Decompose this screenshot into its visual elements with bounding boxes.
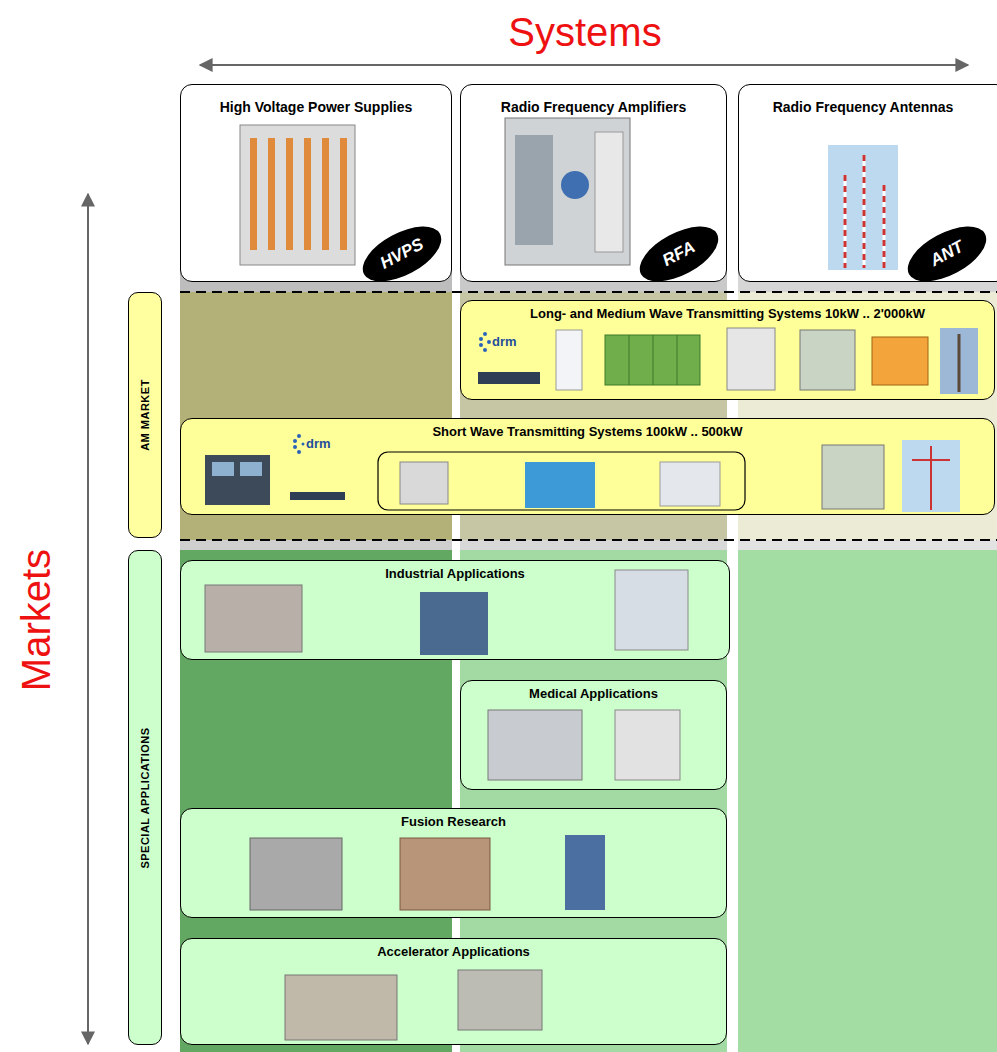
axis-arrow: [87, 194, 89, 1044]
system-header: RFA Radio Frequency Amplifiers: [460, 84, 727, 282]
label-holder: drm: [306, 436, 346, 452]
column-ground: [460, 540, 727, 550]
band-text: SPECIAL APPLICATIONS: [139, 727, 151, 868]
logo-text: drm: [306, 436, 346, 451]
row-title: Medical Applications: [469, 686, 718, 702]
header-text: High Voltage Power Supplies: [187, 99, 445, 116]
system-badge: HVPS: [354, 215, 450, 292]
column-ground: [738, 550, 997, 1052]
hvps-photo: [240, 125, 355, 265]
header-text: Radio Frequency Amplifiers: [467, 99, 720, 116]
system-badge: ANT: [899, 215, 995, 292]
application-row: Fusion Research: [180, 808, 727, 918]
title-holder: Systems: [385, 10, 785, 54]
axis-label: Markets: [14, 549, 58, 691]
antenna-photo: [828, 145, 898, 270]
market-band: AM MARKET: [128, 292, 162, 538]
column-ground: [180, 540, 452, 550]
industrial-photos: [205, 570, 688, 655]
column-ground: [738, 540, 997, 550]
market-band: SPECIAL APPLICATIONS: [128, 550, 162, 1045]
label-holder: drm: [492, 334, 532, 350]
fusion-photos: [250, 835, 605, 910]
rfa-photo: [505, 118, 630, 265]
application-row: Medical Applications: [460, 680, 727, 790]
badge-text: RFA: [659, 237, 698, 271]
row-title: Fusion Research: [189, 814, 718, 830]
system-header: HVPS High Voltage Power Supplies: [180, 84, 452, 282]
lw-mw-photos: [478, 328, 978, 394]
application-row: Long- and Medium Wave Transmitting Syste…: [460, 300, 995, 400]
system-badge: RFA: [631, 215, 727, 292]
logo-text: drm: [492, 334, 532, 349]
medical-photos: [488, 710, 680, 780]
dashed-divider: [180, 291, 997, 293]
row-title: Accelerator Applications: [189, 944, 718, 960]
system-header: ANT Radio Frequency Antennas: [738, 84, 997, 282]
application-row: Accelerator Applications: [180, 938, 727, 1045]
application-row: Short Wave Transmitting Systems 100kW ..…: [180, 418, 995, 515]
header-text: Radio Frequency Antennas: [745, 99, 981, 116]
row-title: Long- and Medium Wave Transmitting Syste…: [469, 306, 986, 322]
dashed-divider: [180, 539, 997, 541]
band-text: AM MARKET: [139, 379, 151, 451]
drm-logo-dots: [293, 332, 491, 454]
axis-title: Systems: [385, 10, 785, 54]
accelerator-photos: [285, 970, 542, 1040]
row-title: Industrial Applications: [189, 566, 721, 582]
label-holder: Markets: [8, 520, 64, 720]
application-row: Industrial Applications: [180, 560, 730, 660]
badge-text: HVPS: [377, 234, 427, 273]
axis-arrow: [200, 64, 968, 66]
sw-photos: [205, 440, 960, 512]
badge-text: ANT: [927, 237, 967, 271]
